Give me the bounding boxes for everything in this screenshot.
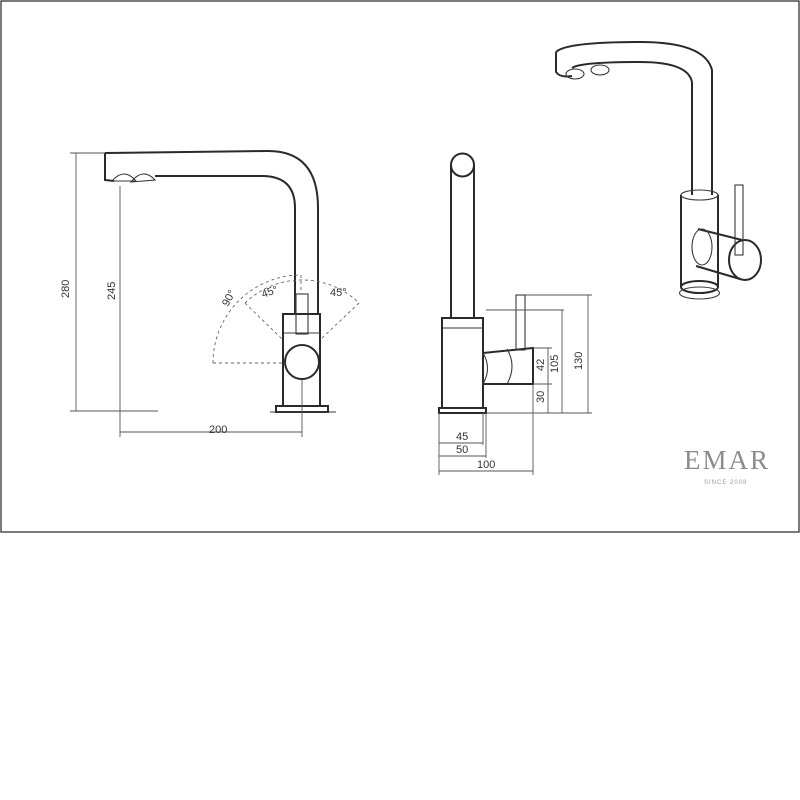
lever-swing-indicator: 90° 45° 45° [212, 274, 360, 364]
angle-left-label: 45° [260, 284, 280, 301]
body-diameter-label: 45 [456, 431, 468, 443]
total-height-label: 280 [60, 280, 72, 298]
reach-label: 200 [209, 424, 227, 436]
spout-height-label: 245 [106, 282, 118, 300]
handle-height-label: 42 [535, 359, 547, 371]
front-dimensions: 280 245 200 [60, 152, 303, 437]
isometric-view [555, 40, 762, 300]
side-dimensions: 42 30 105 130 45 50 100 [438, 294, 592, 475]
total-depth-label: 100 [477, 459, 495, 471]
swing-angle-label: 90° [220, 288, 238, 308]
overall-body-height-label: 130 [573, 352, 585, 370]
base-height-label: 30 [535, 391, 547, 403]
drawing-frame [0, 0, 800, 533]
side-view [438, 152, 534, 414]
angle-right-label: 45° [330, 287, 347, 299]
base-diameter-label: 50 [456, 444, 468, 456]
lever-height-label: 105 [549, 355, 561, 373]
brand-logo: EMAR SINCE 2008 [684, 445, 770, 486]
brand-tagline: SINCE 2008 [704, 480, 747, 486]
brand-name: EMAR [684, 445, 770, 475]
